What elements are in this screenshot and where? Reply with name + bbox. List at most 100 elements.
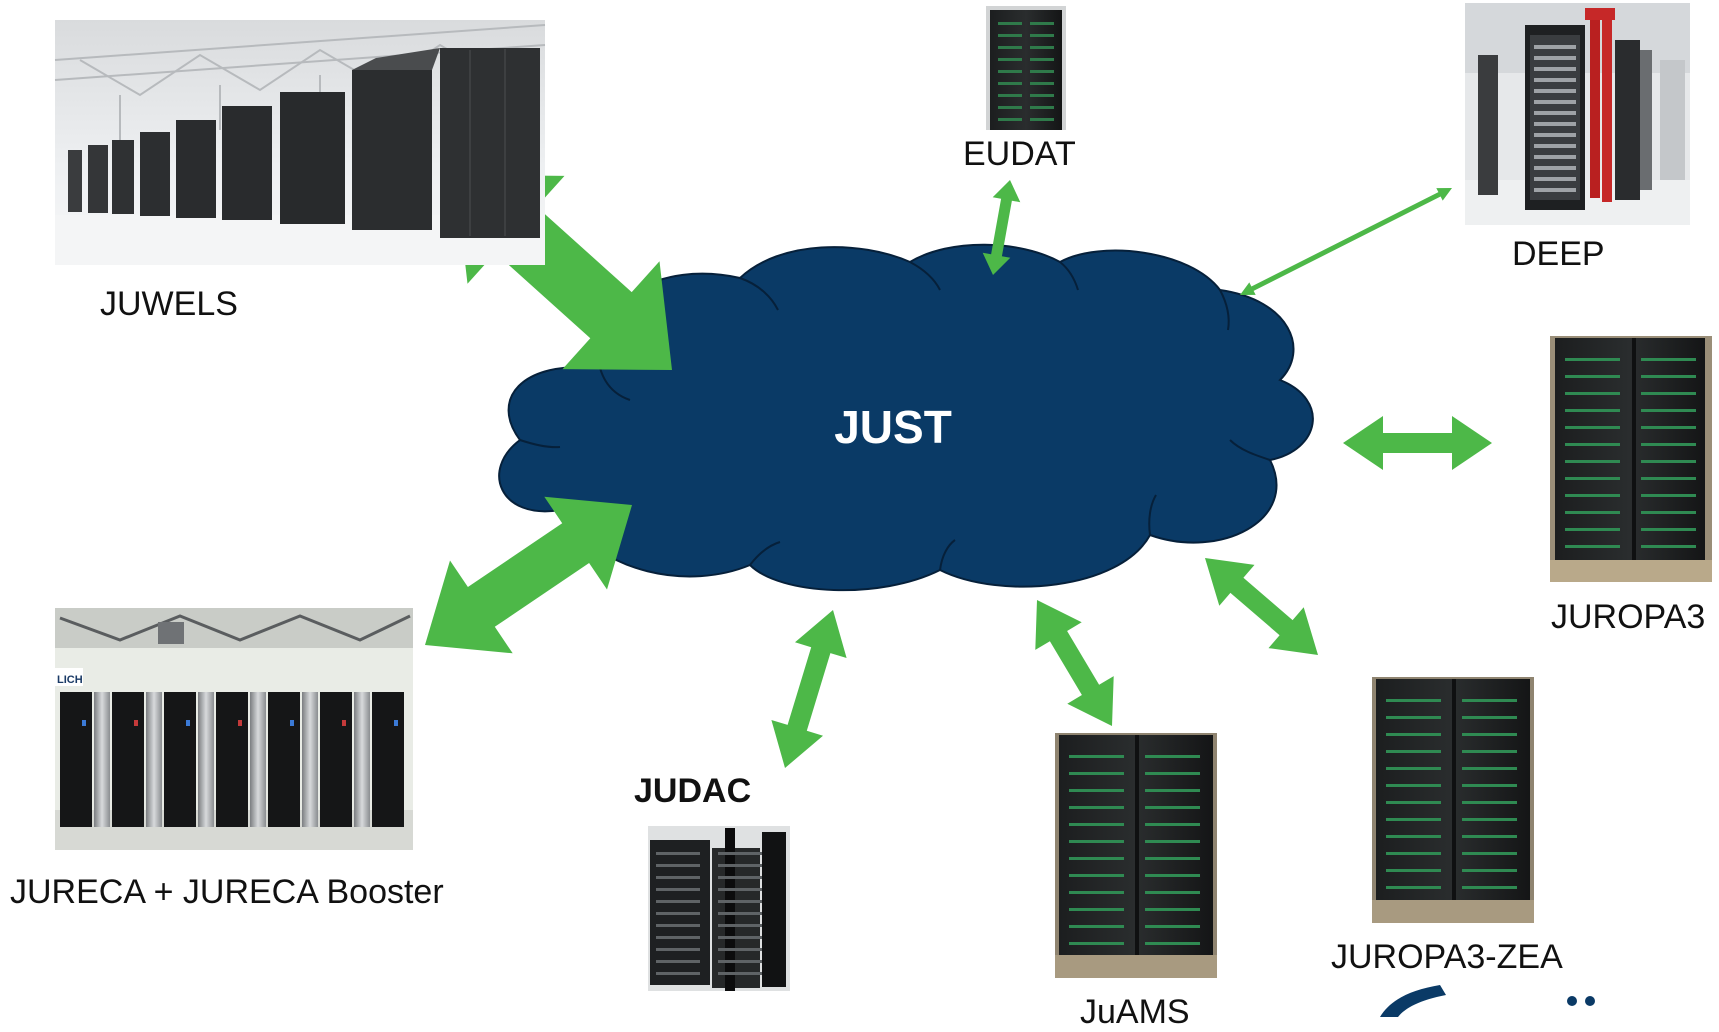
rack-led bbox=[1030, 118, 1054, 121]
rack-led bbox=[1534, 144, 1576, 148]
juwels-photo[interactable] bbox=[54, 20, 546, 265]
eudat-photo[interactable] bbox=[986, 6, 1066, 130]
deep-rack-slots bbox=[1534, 45, 1576, 192]
rack-led bbox=[1069, 789, 1124, 792]
rack-led bbox=[718, 876, 762, 879]
juropa3-photo[interactable] bbox=[1550, 336, 1712, 582]
rack-led bbox=[998, 46, 1022, 49]
rack-led bbox=[1462, 716, 1517, 719]
label-juams: JuAMS bbox=[1080, 993, 1190, 1031]
rack-led bbox=[1565, 511, 1620, 514]
rack-led bbox=[1069, 840, 1124, 843]
rack-led bbox=[998, 58, 1022, 61]
rack-led bbox=[718, 912, 762, 915]
rack-led bbox=[1386, 784, 1441, 787]
label-juropa3-zea: JUROPA3-ZEA bbox=[1331, 938, 1563, 976]
jureca-photo[interactable]: LICH bbox=[55, 608, 413, 850]
rack-led bbox=[1145, 925, 1200, 928]
jureca-rack bbox=[216, 692, 248, 827]
juropa3-leds bbox=[1565, 358, 1696, 548]
rack-led bbox=[1462, 886, 1517, 889]
rack-led bbox=[718, 864, 762, 867]
rack-led bbox=[1641, 477, 1696, 480]
rack-led bbox=[1641, 511, 1696, 514]
rack-led bbox=[998, 70, 1022, 73]
rack-led bbox=[1145, 908, 1200, 911]
rack-led bbox=[1565, 494, 1620, 497]
rack-led bbox=[1462, 699, 1517, 702]
jureca-rack bbox=[94, 692, 110, 827]
rack-led bbox=[1534, 166, 1576, 170]
rack-led bbox=[1641, 409, 1696, 412]
jureca-racks bbox=[60, 692, 404, 827]
rack-led bbox=[1565, 392, 1620, 395]
rack-led bbox=[1030, 106, 1054, 109]
rack-led bbox=[1565, 409, 1620, 412]
rack-led bbox=[1641, 494, 1696, 497]
rack-led bbox=[1565, 528, 1620, 531]
rack-led bbox=[1145, 823, 1200, 826]
jureca-rack bbox=[320, 692, 352, 827]
judac-photo[interactable] bbox=[648, 826, 790, 991]
rack-led bbox=[656, 888, 700, 891]
rack-led bbox=[718, 900, 762, 903]
rack-led bbox=[1145, 772, 1200, 775]
jureca-rack-led bbox=[186, 720, 190, 726]
eudat-leds bbox=[998, 22, 1054, 121]
rack-led bbox=[1069, 908, 1124, 911]
rack-led bbox=[1030, 70, 1054, 73]
rack-led bbox=[656, 852, 700, 855]
rack-led bbox=[1462, 767, 1517, 770]
rack-led bbox=[1145, 789, 1200, 792]
rack-led bbox=[1565, 460, 1620, 463]
rack-led bbox=[718, 924, 762, 927]
rack-led bbox=[1534, 177, 1576, 181]
rack-led bbox=[1565, 358, 1620, 361]
rack-led bbox=[1069, 874, 1124, 877]
rack-led bbox=[1386, 767, 1441, 770]
rack-led bbox=[1534, 133, 1576, 137]
logo bbox=[1380, 985, 1595, 1017]
rack-led bbox=[656, 924, 700, 927]
deep-photo[interactable] bbox=[1465, 3, 1690, 225]
rack-led bbox=[1462, 852, 1517, 855]
juropa3zea-leds bbox=[1386, 699, 1517, 889]
rack-led bbox=[1030, 94, 1054, 97]
rack-led bbox=[1386, 852, 1441, 855]
rack-led bbox=[656, 876, 700, 879]
jureca-rack bbox=[60, 692, 92, 827]
jureca-rack bbox=[354, 692, 370, 827]
rack-led bbox=[1145, 857, 1200, 860]
rack-led bbox=[656, 864, 700, 867]
arrow-juropa3zea bbox=[1205, 558, 1318, 655]
rack-led bbox=[998, 34, 1022, 37]
rack-led bbox=[1069, 823, 1124, 826]
rack-led bbox=[1641, 460, 1696, 463]
arrow-juropa3 bbox=[1343, 416, 1492, 470]
rack-led bbox=[656, 900, 700, 903]
jureca-rack-led bbox=[238, 720, 242, 726]
juropa3zea-photo[interactable] bbox=[1372, 677, 1534, 923]
jureca-rack bbox=[164, 692, 196, 827]
rack-led bbox=[1069, 772, 1124, 775]
label-juropa3: JUROPA3 bbox=[1551, 598, 1706, 636]
rack-led bbox=[1565, 477, 1620, 480]
jureca-roof-trusses bbox=[59, 614, 411, 642]
rack-led bbox=[1069, 755, 1124, 758]
rack-led bbox=[1641, 358, 1696, 361]
jureca-rack bbox=[198, 692, 214, 827]
rack-led bbox=[1069, 806, 1124, 809]
rack-led bbox=[1641, 528, 1696, 531]
just-cloud[interactable]: JUST bbox=[498, 243, 1314, 592]
rack-led bbox=[718, 852, 762, 855]
rack-led bbox=[1462, 750, 1517, 753]
jureca-rack bbox=[112, 692, 144, 827]
juams-photo[interactable] bbox=[1055, 733, 1217, 978]
rack-led bbox=[1462, 835, 1517, 838]
rack-led bbox=[1386, 716, 1441, 719]
rack-led bbox=[1386, 699, 1441, 702]
rack-led bbox=[718, 888, 762, 891]
jureca-rack bbox=[146, 692, 162, 827]
